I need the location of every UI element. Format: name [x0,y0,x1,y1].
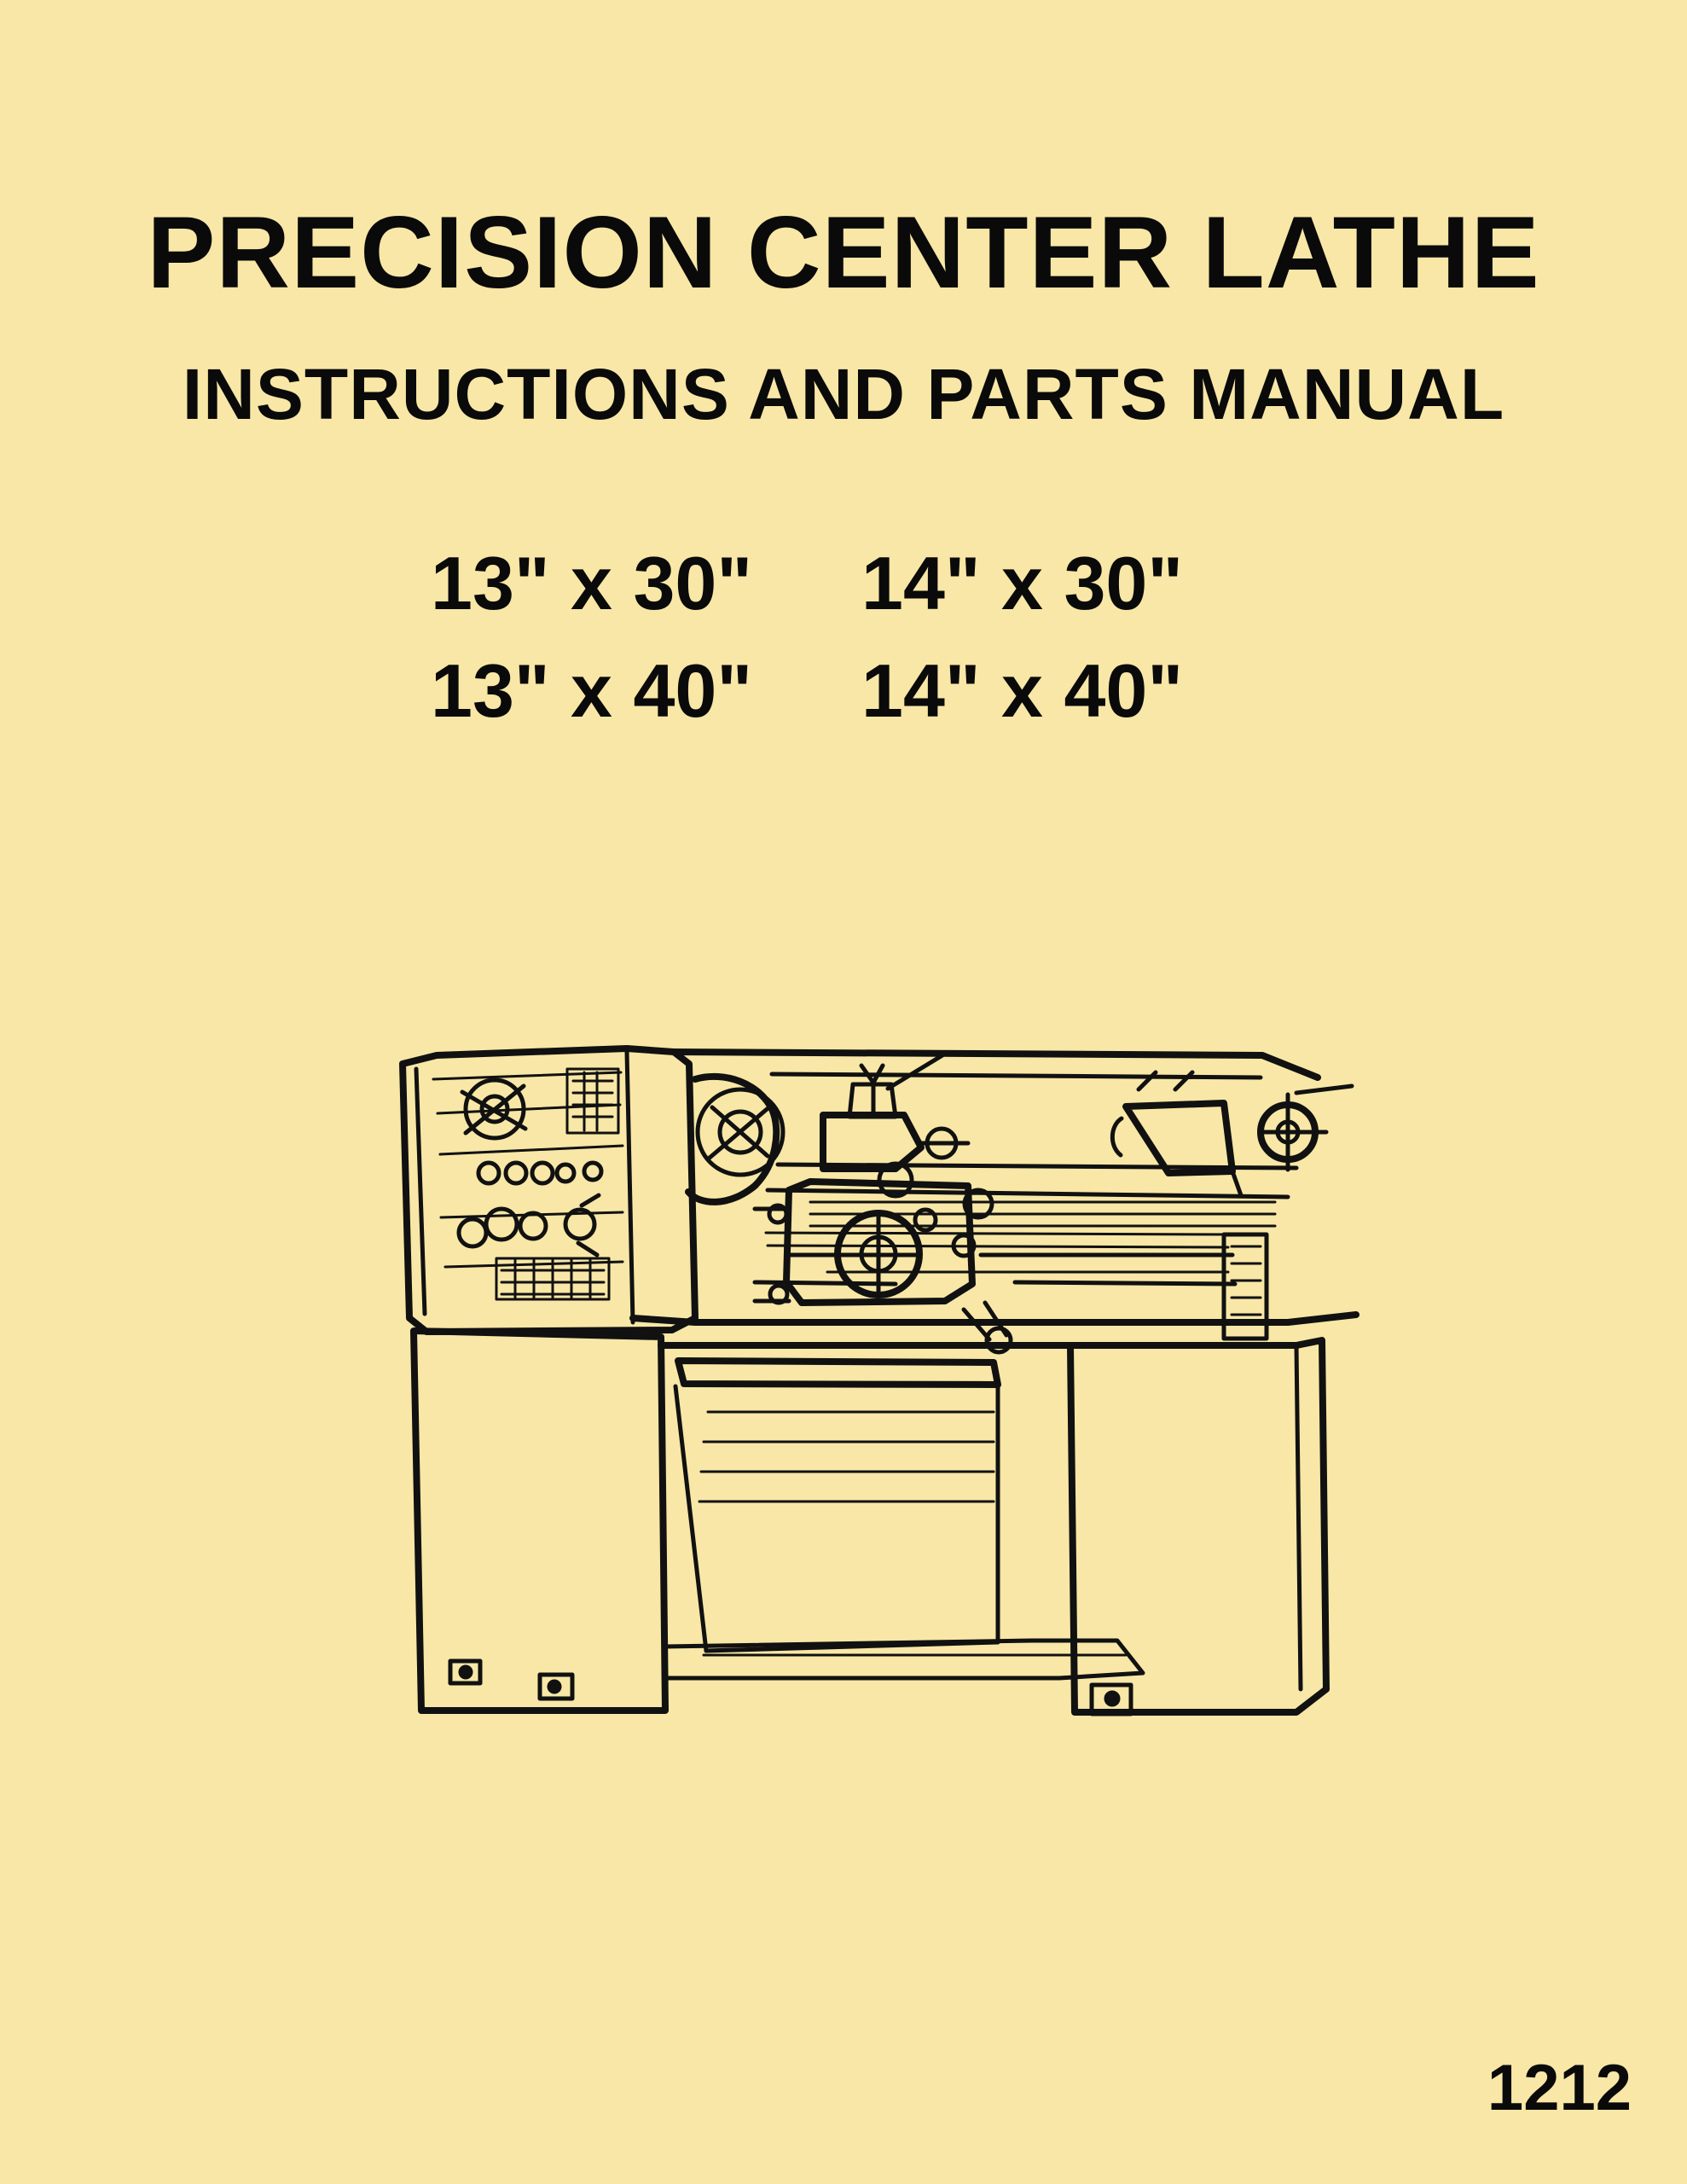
size-13x30: 13" x 30" [431,541,753,625]
manual-number: 1212 [1487,2052,1632,2124]
size-14x40: 14" x 40" [861,648,1184,733]
size-14x30: 14" x 30" [861,541,1184,625]
lathe-line-drawing-icon [399,1045,1359,1716]
cover-title: PRECISION CENTER LATHE [147,195,1540,310]
cover-subtitle: INSTRUCTIONS AND PARTS MANUAL [182,354,1505,434]
lathe-size-list: 13" x 30" 14" x 30" 13" x 40" 14" x 40" [431,546,1267,729]
size-13x40: 13" x 40" [431,648,753,733]
lathe-illustration [367,1011,1373,1745]
